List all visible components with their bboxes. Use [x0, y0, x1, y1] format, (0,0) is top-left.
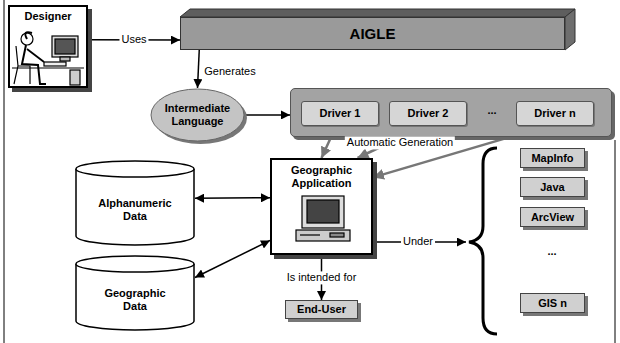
- node-text: Geographic Application: [274, 164, 369, 189]
- application-box: Geographic Application: [270, 158, 373, 255]
- node-text: ...: [472, 104, 512, 117]
- database-cylinder: Alphanumeric Data: [75, 160, 195, 245]
- node-text: AIGLE: [350, 25, 396, 42]
- driver-box: Driver 1: [301, 101, 379, 126]
- node-text: Java: [540, 181, 564, 194]
- edge-label: Is intended for: [285, 271, 359, 284]
- cylinder-body: [76, 169, 194, 245]
- node-text: GIS n: [538, 297, 567, 310]
- cylinder-body: [76, 264, 194, 330]
- edge-label: Generates: [202, 65, 257, 78]
- node-text: End-User: [297, 303, 346, 316]
- node-text: MapInfo: [531, 152, 573, 165]
- node-text: ArcView: [531, 211, 574, 224]
- cylinder-top: [76, 256, 194, 272]
- tool-bar: AIGLE: [180, 17, 565, 50]
- user-box: End-User: [285, 300, 358, 319]
- node-text: Driver n: [534, 107, 576, 120]
- arrow-label: Under: [401, 235, 435, 248]
- frame-line: [615, 140, 616, 343]
- curly-brace: [469, 148, 497, 334]
- connector-arrow: [195, 197, 270, 199]
- platform-box: GIS n: [520, 293, 585, 313]
- node-text: Alphanumeric Data: [93, 197, 178, 222]
- platform-box: ArcView: [520, 207, 585, 227]
- node-text: Designer: [24, 10, 71, 23]
- designer-illustration: [12, 32, 84, 85]
- cylinder-top: [76, 161, 194, 177]
- node-text: Driver 1: [320, 107, 361, 120]
- node-text: Geographic Data: [93, 287, 178, 312]
- ellipse-fill: [151, 89, 244, 141]
- platform-box: Java: [520, 177, 585, 197]
- driver-box: Driver 2: [389, 101, 467, 126]
- bar-side-face: [565, 9, 575, 50]
- edge-label: Uses: [119, 33, 148, 46]
- computer-icon: [296, 196, 350, 241]
- database-cylinder: Geographic Data: [75, 255, 195, 330]
- bar-top-face: [180, 9, 575, 17]
- edge-label: Automatic Generation: [345, 136, 455, 149]
- connector-arrow: [198, 50, 200, 88]
- platform-box: MapInfo: [520, 148, 585, 168]
- connector-arrow: [195, 240, 270, 277]
- node-text: Intermediate Language: [158, 102, 238, 127]
- driver-band: ... Driver 1 Driver 2 Driver n: [290, 88, 612, 137]
- frame-line: [4, 0, 5, 343]
- node-text: Driver 2: [408, 107, 449, 120]
- connector-arrow: [245, 114, 290, 116]
- driver-box: Driver n: [516, 101, 594, 126]
- ellipsis-mark: ...: [545, 245, 558, 258]
- language-ellipse: Intermediate Language: [150, 88, 245, 142]
- designer-box: Designer: [8, 5, 88, 88]
